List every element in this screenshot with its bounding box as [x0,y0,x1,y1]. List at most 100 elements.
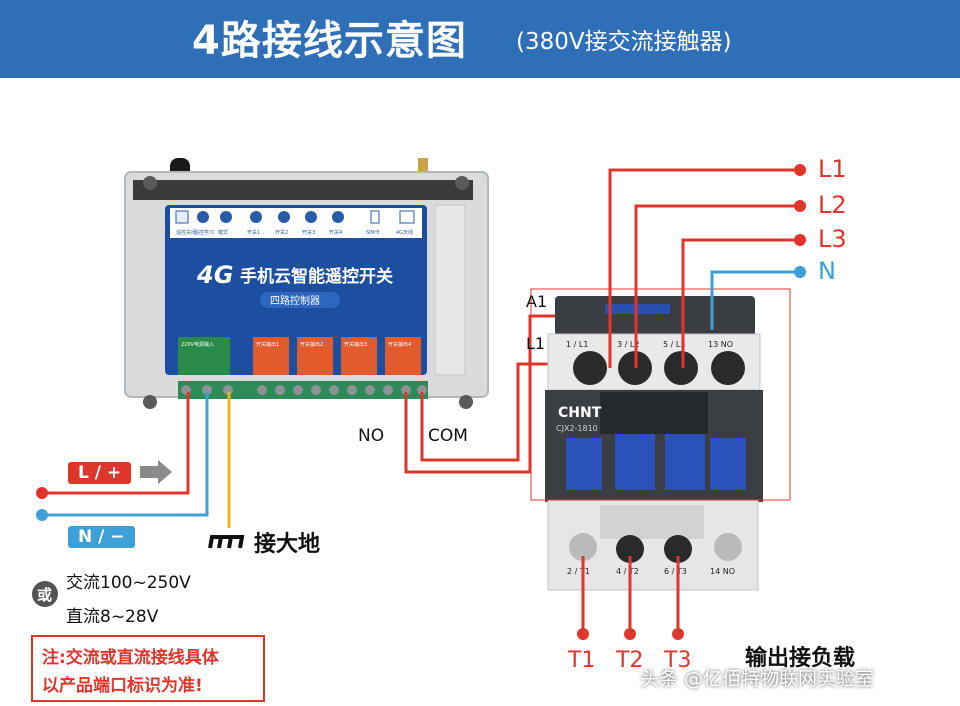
mount-hole-icon [455,176,469,190]
relay-label: 开关输出4 [388,341,411,348]
contactor-window [615,432,655,490]
phase-l1-label: L1 [818,155,847,183]
contactor-terminal-label: 4 / T2 [616,567,639,576]
device-side-cover [434,204,466,376]
terminal-dot-icon [794,164,806,176]
button-label: 模式 [218,229,228,236]
panel-title-prefix: 4G [196,261,233,289]
button-label: 遥控关闭 [176,229,196,236]
page-subtitle: (380V接交流接触器) [516,29,732,55]
wire-n-minus [42,392,209,517]
n-minus-badge: N / − [68,526,135,548]
note-box: 注:交流或直流接线具体 以产品端口标识为准! [31,635,265,702]
relay-com-label: COM [428,426,468,446]
button-label: 开关4 [329,229,342,236]
header-banner: 4路接线示意图 (380V接交流接触器) [0,0,960,78]
mount-hole-icon [143,176,157,190]
wire-l-plus [42,392,190,495]
coil-l1-label: L1 [526,334,546,353]
contactor-model: CJX2-1810 [556,424,598,433]
contactor-terminal-label: 2 / T1 [567,567,590,576]
relay-block [253,337,289,375]
arrow-right-icon [140,460,172,484]
contactor-terminal-label: 6 / T3 [664,567,687,576]
relay-block [297,337,333,375]
contactor-terminal-label: 5 / L3 [663,340,685,349]
wire-l3 [681,238,800,368]
terminal-dot-icon [794,200,806,212]
contactor-terminal-label: 13 NO [708,340,733,349]
contactor-terminal-label: 1 / L1 [566,340,588,349]
output-t3-label: T3 [664,648,692,673]
contactor-screw-icon [616,535,644,563]
relay-label: 开关输出2 [300,341,323,348]
contactor-screw-icon [664,351,698,385]
note-line-1: 注:交流或直流接线具体 [42,648,219,668]
contactor-screw-icon [573,351,607,385]
button-label: 开关2 [275,229,288,236]
wire-relay-no [404,314,592,474]
terminal-screws [181,385,427,395]
panel-title: 手机云智能遥控开关 [240,266,393,287]
ground-icon [208,535,245,549]
neutral-label: N [818,257,836,285]
contactor-brand: CHNT [558,405,602,421]
ac-range: 交流100~250V [66,573,191,593]
relay-label: 开关输出3 [344,341,367,348]
mount-hole-icon [143,395,157,409]
wiring-diagram: 遥控关闭 遥控学习 模式 开关1 开关2 开关3 开关4 SIM卡 4G天线 4… [32,158,806,640]
phase-l3-label: L3 [818,225,847,253]
button-label: 开关3 [302,229,315,236]
button-label: 开关1 [247,229,260,236]
contactor-screw-icon [569,533,597,561]
wire-l2 [634,204,800,368]
wire-relay-com [420,362,590,462]
power-input-block [178,337,230,375]
or-badge [32,581,58,607]
contactor [545,296,763,591]
device-panel [165,205,427,375]
device-button-row [175,210,415,224]
indicator-label: 4G天线 [396,229,413,236]
contactor-screw-icon [664,535,692,563]
device-button-strip [170,208,422,238]
terminal-dot-icon [36,487,48,499]
device-top-pcb [133,180,473,200]
wire-l1 [608,168,800,368]
controller-device: 遥控关闭 遥控学习 模式 开关1 开关2 开关3 开关4 SIM卡 4G天线 4… [124,158,489,409]
or-label: 或 [37,586,53,604]
terminal-dot-icon [794,266,806,278]
page-title: 4路接线示意图 [192,18,467,64]
dc-range: 直流8~28V [66,607,159,627]
output-t2-label: T2 [616,648,644,673]
contactor-terminal-label: 14 NO [710,567,735,576]
power-input-label: 220V电源输入 [181,341,214,348]
terminal-dot-icon [672,628,684,640]
terminal-dot-icon [794,234,806,246]
output-t1-label: T1 [568,648,596,673]
contactor-screw-icon [714,533,742,561]
contactor-top [555,296,755,336]
coil-highlight-frame [530,288,791,501]
contactor-window [710,438,746,490]
panel-subtitle: 四路控制器 [270,294,320,307]
indicator-label: SIM卡 [366,229,380,236]
contactor-window [566,438,602,490]
button-label: 遥控学习 [194,229,214,236]
contactor-center [600,392,708,434]
note-line-2: 以产品端口标识为准! [42,676,203,696]
contactor-screw-icon [711,351,745,385]
contactor-window [665,432,705,490]
contactor-terminal-label: 3 / L2 [617,340,639,349]
wire-n [710,270,800,330]
phase-l2-label: L2 [818,191,847,219]
load-label: 输出接负载 [745,646,856,671]
contactor-bottom-cover [600,505,704,539]
terminal-dot-icon [624,628,636,640]
watermark: 头条 @亿佰特物联网实验室 [640,668,875,690]
relay-label: 开关输出1 [256,341,279,348]
terminal-dot-icon [36,509,48,521]
panel-subtitle-pill [260,292,340,308]
relay-block [341,337,377,375]
terminal-dot-icon [577,628,589,640]
